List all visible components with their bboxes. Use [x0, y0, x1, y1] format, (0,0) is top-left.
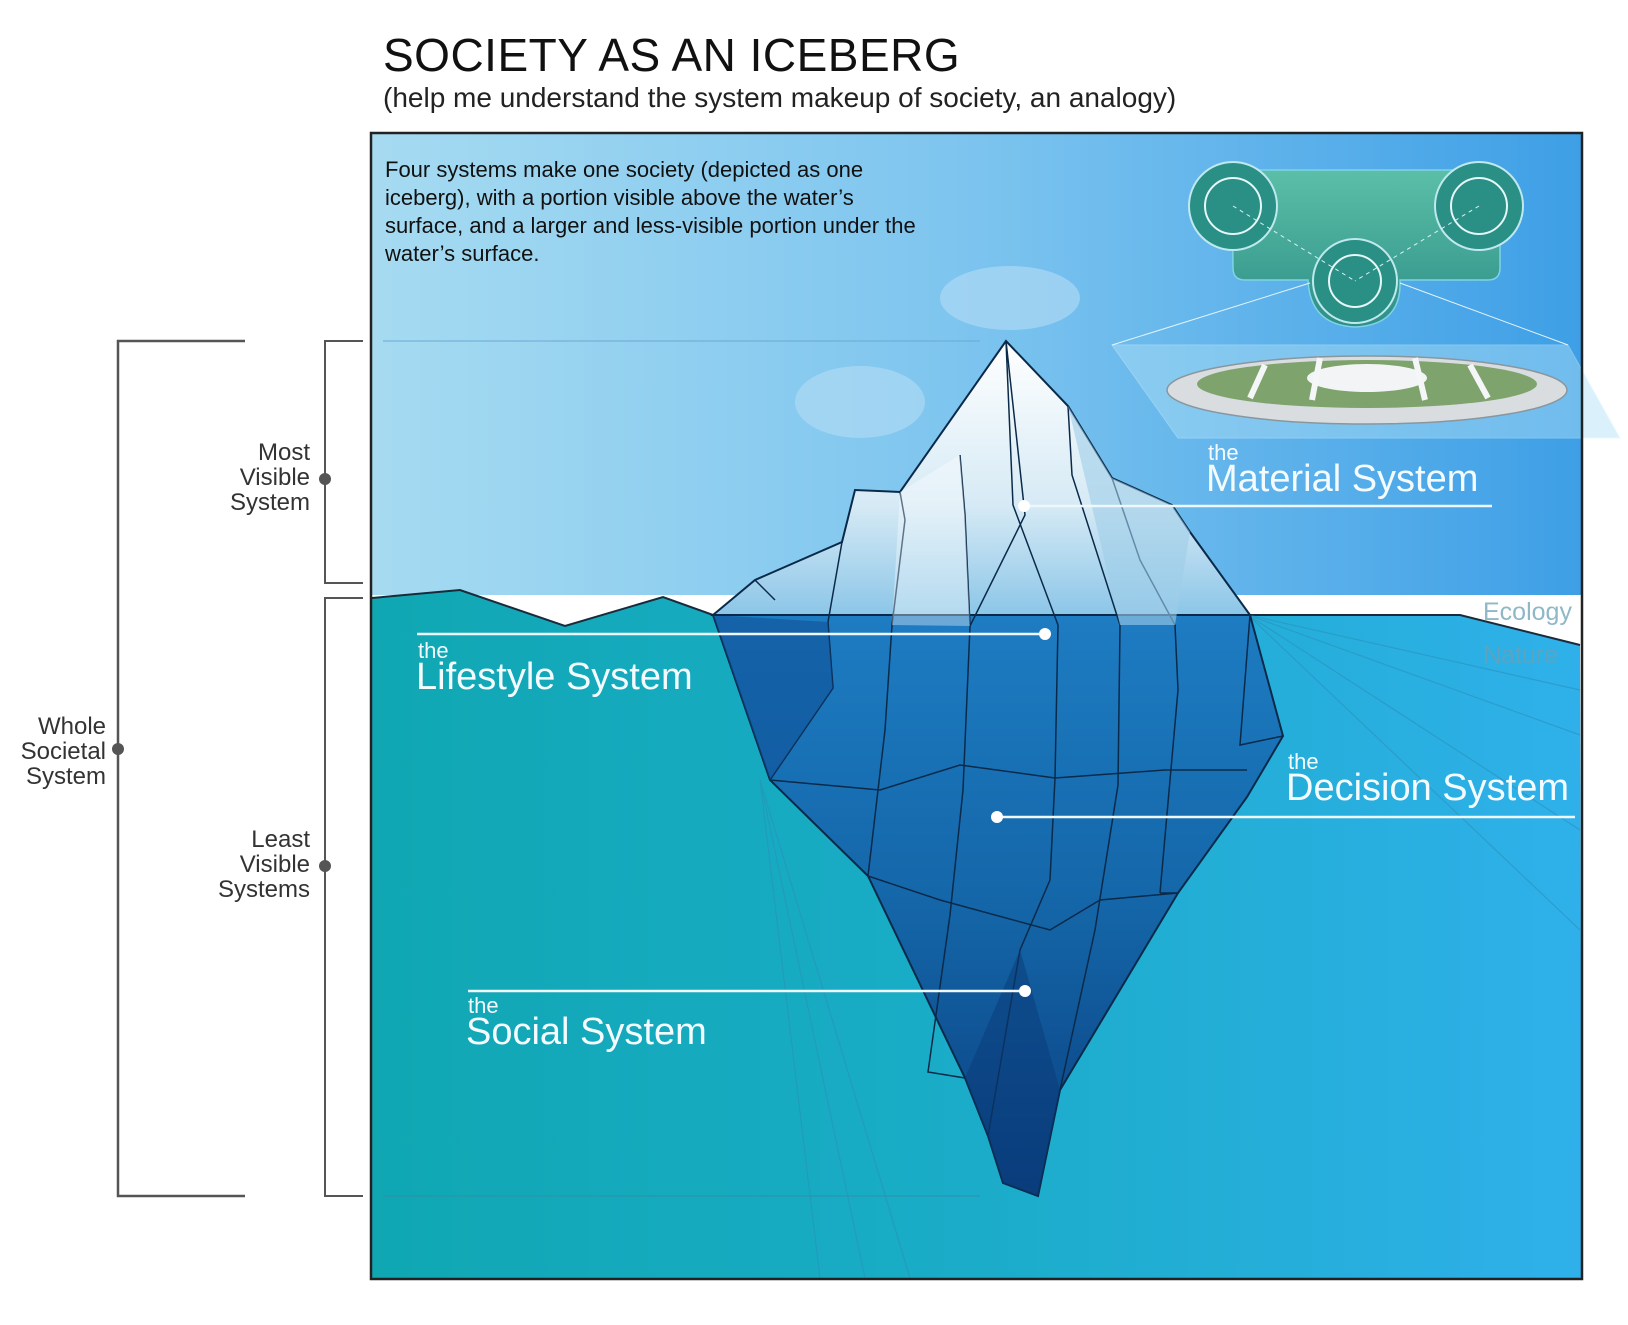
page-title: SOCIETY AS AN ICEBERG: [383, 29, 961, 81]
pointer-dot-social: [1019, 985, 1031, 997]
description-text: Four systems make one society (depicted …: [385, 157, 916, 266]
bracket-whole: [116, 339, 245, 1198]
material-system-the: the: [1208, 440, 1239, 465]
pointer-dot-material: [1018, 500, 1030, 512]
pointer-dot-lifestyle: [1039, 628, 1051, 640]
material-system-label: Material System: [1206, 458, 1479, 500]
label-whole-societal-system: Whole Societal System: [20, 713, 106, 790]
iceberg-submerged: [711, 614, 1285, 1198]
social-system-the: the: [468, 993, 499, 1018]
bracket-least-dot: [319, 860, 331, 872]
bracket-most-dot: [319, 473, 331, 485]
lifestyle-system-the: the: [418, 638, 449, 663]
decision-system-label: Decision System: [1286, 767, 1569, 809]
pointer-dot-decision: [991, 811, 1003, 823]
light-rays: [759, 614, 1581, 1279]
nature-label: Nature: [1483, 641, 1559, 669]
page-subtitle: (help me understand the system makeup of…: [383, 82, 1177, 113]
bracket-whole-dot: [112, 743, 124, 755]
cloud: [795, 366, 925, 438]
pointer-lines: [417, 504, 1575, 993]
lifestyle-system-label: Lifestyle System: [416, 656, 693, 698]
label-most-visible-system: Most Visible System: [229, 439, 310, 516]
diagram-frame: [369, 131, 1584, 1281]
iceberg-tip: [710, 339, 1252, 627]
decision-system-the: the: [1288, 749, 1319, 774]
label-least-visible-systems: Least Visible Systems: [217, 826, 310, 903]
social-system-label: Social System: [466, 1011, 707, 1053]
cloud: [940, 266, 1080, 330]
bracket-most: [324, 340, 363, 584]
water-surface-line: [371, 588, 1581, 646]
city-illustration: [1111, 161, 1621, 439]
ecology-label: Ecology: [1483, 598, 1572, 626]
bracket-least: [324, 597, 363, 1197]
